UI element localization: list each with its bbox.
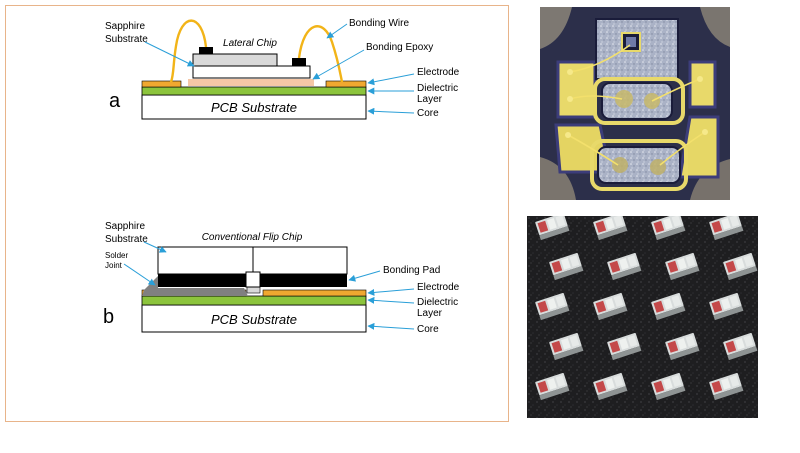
- panel-a-bonding-wire-right: [297, 25, 344, 83]
- panel-b-sapphire-label-2: Substrate: [105, 234, 148, 245]
- panel-a-bonding-wire-left: [169, 19, 208, 83]
- panel-b-sapphire-arrow: [143, 241, 167, 253]
- panel-a-dielectric-label-1: Dielectric: [417, 83, 458, 94]
- panel-b-solder-label-2: Joint: [105, 261, 123, 270]
- panel-b-electrode-arrow: [367, 288, 415, 296]
- led-package: [535, 372, 570, 401]
- panel-b-core-arrow: [367, 322, 415, 330]
- panel-b-electrode-label: Electrode: [417, 282, 460, 293]
- led-components: [535, 216, 758, 401]
- panel-a-core-arrow: [367, 107, 415, 115]
- panel-b-core-label: Core: [417, 324, 439, 335]
- led-package: [593, 292, 628, 321]
- led-package: [549, 252, 584, 281]
- panel-a-letter: a: [109, 90, 121, 112]
- led-package: [709, 372, 744, 401]
- panel-a-bonding-epoxy-label: Bonding Epoxy: [366, 42, 433, 53]
- panel-b-chip-label: Conventional Flip Chip: [202, 232, 303, 243]
- led-package: [709, 216, 744, 241]
- panel-a-electrode-left: [141, 80, 182, 88]
- panel-b: b PCB Substrate Conventional Flip Chip S…: [103, 221, 460, 335]
- panel-a-electrode-arrow: [367, 73, 415, 86]
- panel-a-bonding-epoxy-arrow: [312, 49, 365, 80]
- led-package: [709, 292, 744, 321]
- panel-a-sapphire-label-1: Sapphire: [105, 21, 145, 32]
- led-package: [607, 332, 642, 361]
- panel-a-electrode-right: [325, 80, 367, 88]
- led-package: [651, 292, 686, 321]
- panel-a: a PCB Substrate Lateral Chip Sapphire Su…: [105, 18, 460, 120]
- panel-b-dielectric-layer: [141, 295, 367, 306]
- panel-b-sapphire-label-1: Sapphire: [105, 221, 145, 232]
- panel-b-solder-arrow: [123, 263, 156, 286]
- panel-b-pad-gap: [245, 271, 261, 288]
- panel-b-bonding-pad-left: [158, 274, 246, 287]
- panel-a-pcb-label: PCB Substrate: [211, 100, 297, 115]
- panel-a-bonding-wire-label: Bonding Wire: [349, 18, 409, 29]
- panel-a-bonding-epoxy: [188, 79, 314, 86]
- panel-a-core-label: Core: [417, 108, 439, 119]
- panel-b-dielectric-label-1: Dielectric: [417, 297, 458, 308]
- led-package: [535, 216, 570, 241]
- panel-a-chip-label: Lateral Chip: [223, 38, 277, 49]
- led-package: [651, 216, 686, 241]
- led-package: [723, 252, 758, 281]
- led-package: [651, 372, 686, 401]
- led-package: [593, 372, 628, 401]
- led-array-photo: [527, 216, 758, 418]
- panel-a-dielectric-layer: [141, 86, 367, 96]
- led-package: [665, 252, 700, 281]
- led-package: [593, 216, 628, 241]
- panel-b-bonding-pad-arrow: [348, 270, 381, 282]
- panel-b-bonding-pad-label: Bonding Pad: [383, 265, 440, 276]
- panel-a-sapphire-label-2: Substrate: [105, 34, 148, 45]
- led-package: [665, 332, 700, 361]
- led-package: [723, 332, 758, 361]
- panel-b-electrode-right: [262, 289, 367, 297]
- panel-a-sapphire-substrate: [192, 65, 311, 79]
- led-package: [607, 252, 642, 281]
- panel-b-pcb-label: PCB Substrate: [211, 312, 297, 327]
- panel-b-letter: b: [103, 306, 114, 328]
- panel-a-electrode-label: Electrode: [417, 67, 460, 78]
- led-package: [549, 332, 584, 361]
- panel-a-lateral-chip: [192, 53, 278, 67]
- panel-b-solder-joint: [142, 276, 248, 296]
- chip-top-view-photo: [540, 7, 730, 200]
- diagram-panel: a PCB Substrate Lateral Chip Sapphire Su…: [5, 5, 509, 422]
- panel-a-pcb-core: [141, 94, 367, 120]
- panel-a-pad-right: [292, 58, 306, 66]
- led-package: [535, 292, 570, 321]
- panel-a-dielectric-label-2: Layer: [417, 94, 443, 105]
- panel-b-bonding-pad-right: [260, 274, 347, 287]
- panel-b-solder-label-1: Solder: [105, 251, 128, 260]
- panel-a-pad-left: [199, 47, 213, 54]
- panel-b-dielectric-arrow: [367, 296, 415, 304]
- panel-b-dielectric-label-2: Layer: [417, 308, 443, 319]
- panel-a-bonding-wire-arrow: [326, 23, 348, 39]
- panel-a-sapphire-arrow: [144, 41, 195, 67]
